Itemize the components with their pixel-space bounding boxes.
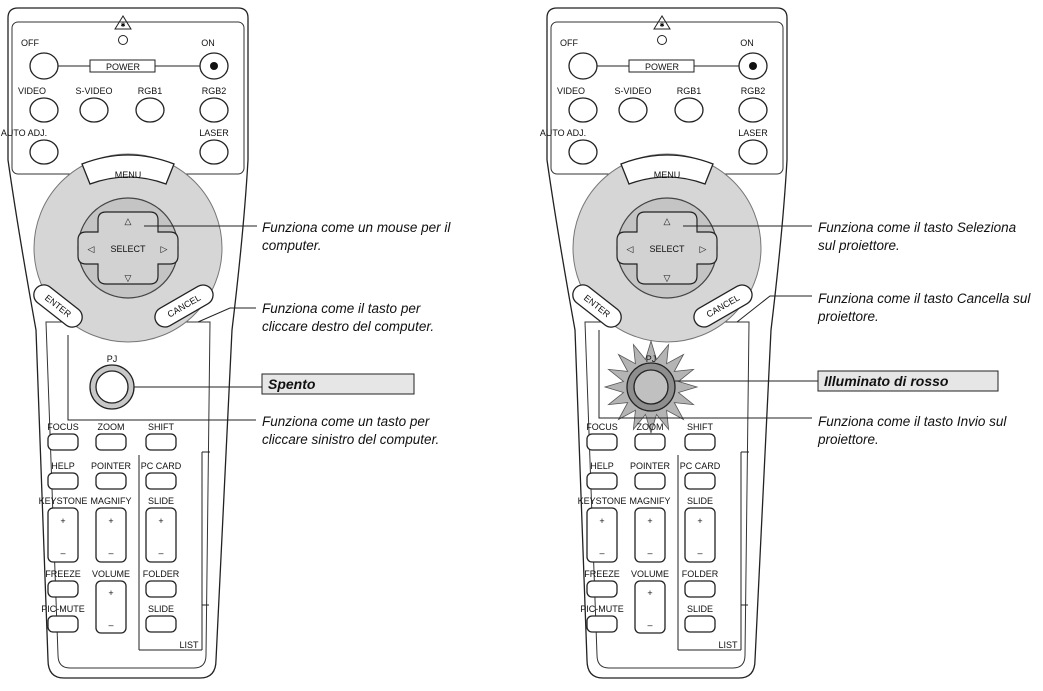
left-select-note-line2: computer.	[262, 238, 322, 253]
pointer-label: POINTER	[91, 461, 132, 471]
on-label: ON	[201, 38, 215, 48]
plus-sign: +	[599, 516, 604, 526]
minus-sign: –	[599, 548, 604, 558]
zoom-label: ZOOM	[637, 422, 664, 432]
right-status-box	[817, 370, 999, 392]
left-pj-button[interactable]	[89, 364, 135, 410]
folder-label: FOLDER	[143, 569, 180, 579]
menu-label: MENU	[115, 170, 142, 180]
right-cancel-note-line2: proiettore.	[817, 309, 879, 324]
pointer-label: POINTER	[630, 461, 671, 471]
left-select-note-line1: Funziona come un mouse per il	[262, 220, 451, 235]
left-enter-note-line1: Funziona come un tasto per	[262, 414, 430, 429]
pc-card-label: PC CARD	[141, 461, 182, 471]
rgb1-label: RGB1	[677, 86, 702, 96]
select-label: SELECT	[649, 244, 685, 254]
s-video-label: S-VIDEO	[614, 86, 651, 96]
pj-label: PJ	[646, 354, 657, 364]
freeze-label: FREEZE	[584, 569, 620, 579]
arrow-down-icon: ▽	[125, 273, 132, 283]
left-cancel-note-line1: Funziona come il tasto per	[262, 301, 421, 316]
arrow-left-icon: ◁	[627, 244, 634, 254]
rgb2-label: RGB2	[202, 86, 227, 96]
on-label: ON	[740, 38, 754, 48]
pj-label: PJ	[107, 354, 118, 364]
power-label: POWER	[645, 62, 680, 72]
rgb2-label: RGB2	[741, 86, 766, 96]
right-enter-note-line2: proiettore.	[817, 432, 879, 447]
minus-sign: –	[108, 548, 113, 558]
left-enter-note-line2: cliccare sinistro del computer.	[262, 432, 439, 447]
keystone-label: KEYSTONE	[39, 496, 88, 506]
focus-label: FOCUS	[47, 422, 79, 432]
menu-label: MENU	[654, 170, 681, 180]
plus-sign: +	[647, 516, 652, 526]
s-video-label: S-VIDEO	[75, 86, 112, 96]
plus-sign: +	[108, 516, 113, 526]
minus-sign: –	[158, 548, 163, 558]
slide-label: SLIDE	[687, 496, 713, 506]
right-annotations: Funziona come il tasto Seleziona sul pro…	[598, 220, 1031, 447]
off-label: OFF	[560, 38, 578, 48]
magnify-label: MAGNIFY	[629, 496, 670, 506]
volume-label: VOLUME	[631, 569, 669, 579]
arrow-down-icon: ▽	[664, 273, 671, 283]
minus-sign: –	[60, 548, 65, 558]
slide2-label: SLIDE	[687, 604, 713, 614]
off-label: OFF	[21, 38, 39, 48]
freeze-label: FREEZE	[45, 569, 81, 579]
keystone-label: KEYSTONE	[578, 496, 627, 506]
arrow-right-icon: ▷	[700, 244, 707, 254]
plus-sign: +	[108, 588, 113, 598]
minus-sign: –	[647, 548, 652, 558]
right-enter-note-line1: Funziona come il tasto Invio sul	[818, 414, 1007, 429]
minus-sign: –	[108, 620, 113, 630]
list-label: LIST	[718, 640, 738, 650]
magnify-label: MAGNIFY	[90, 496, 131, 506]
power-label: POWER	[106, 62, 141, 72]
help-label: HELP	[590, 461, 614, 471]
minus-sign: –	[697, 548, 702, 558]
laser-label: LASER	[199, 128, 229, 138]
slide-label: SLIDE	[148, 496, 174, 506]
shift-label: SHIFT	[687, 422, 714, 432]
plus-sign: +	[158, 516, 163, 526]
right-cancel-note-line1: Funziona come il tasto Cancella sul	[818, 291, 1031, 306]
shift-label: SHIFT	[148, 422, 175, 432]
arrow-right-icon: ▷	[161, 244, 168, 254]
pc-card-label: PC CARD	[680, 461, 721, 471]
right-status-text: Illuminato di rosso	[824, 373, 949, 389]
slide2-label: SLIDE	[148, 604, 174, 614]
focus-label: FOCUS	[586, 422, 618, 432]
volume-label: VOLUME	[92, 569, 130, 579]
right-pj-button[interactable]	[626, 362, 676, 412]
pic-mute-label: PIC-MUTE	[580, 604, 624, 614]
auto-adj-label: AUTO ADJ.	[540, 128, 586, 138]
help-label: HELP	[51, 461, 75, 471]
left-status-text: Spento	[268, 376, 316, 392]
arrow-up-icon: △	[125, 216, 132, 226]
plus-sign: +	[697, 516, 702, 526]
video-label: VIDEO	[557, 86, 585, 96]
left-status-box	[261, 373, 415, 395]
left-cancel-note-line2: cliccare destro del computer.	[262, 319, 434, 334]
right-select-note-line2: sul proiettore.	[818, 238, 900, 253]
list-label: LIST	[179, 640, 199, 650]
auto-adj-label: AUTO ADJ.	[1, 128, 47, 138]
plus-sign: +	[647, 588, 652, 598]
zoom-label: ZOOM	[98, 422, 125, 432]
pic-mute-label: PIC-MUTE	[41, 604, 85, 614]
video-label: VIDEO	[18, 86, 46, 96]
right-select-note-line1: Funziona come il tasto Seleziona	[818, 220, 1017, 235]
minus-sign: –	[647, 620, 652, 630]
rgb1-label: RGB1	[138, 86, 163, 96]
select-label: SELECT	[110, 244, 146, 254]
left-annotations: Funziona come un mouse per il computer. …	[67, 220, 451, 447]
plus-sign: +	[60, 516, 65, 526]
arrow-up-icon: △	[664, 216, 671, 226]
folder-label: FOLDER	[682, 569, 719, 579]
laser-label: LASER	[738, 128, 768, 138]
arrow-left-icon: ◁	[88, 244, 95, 254]
